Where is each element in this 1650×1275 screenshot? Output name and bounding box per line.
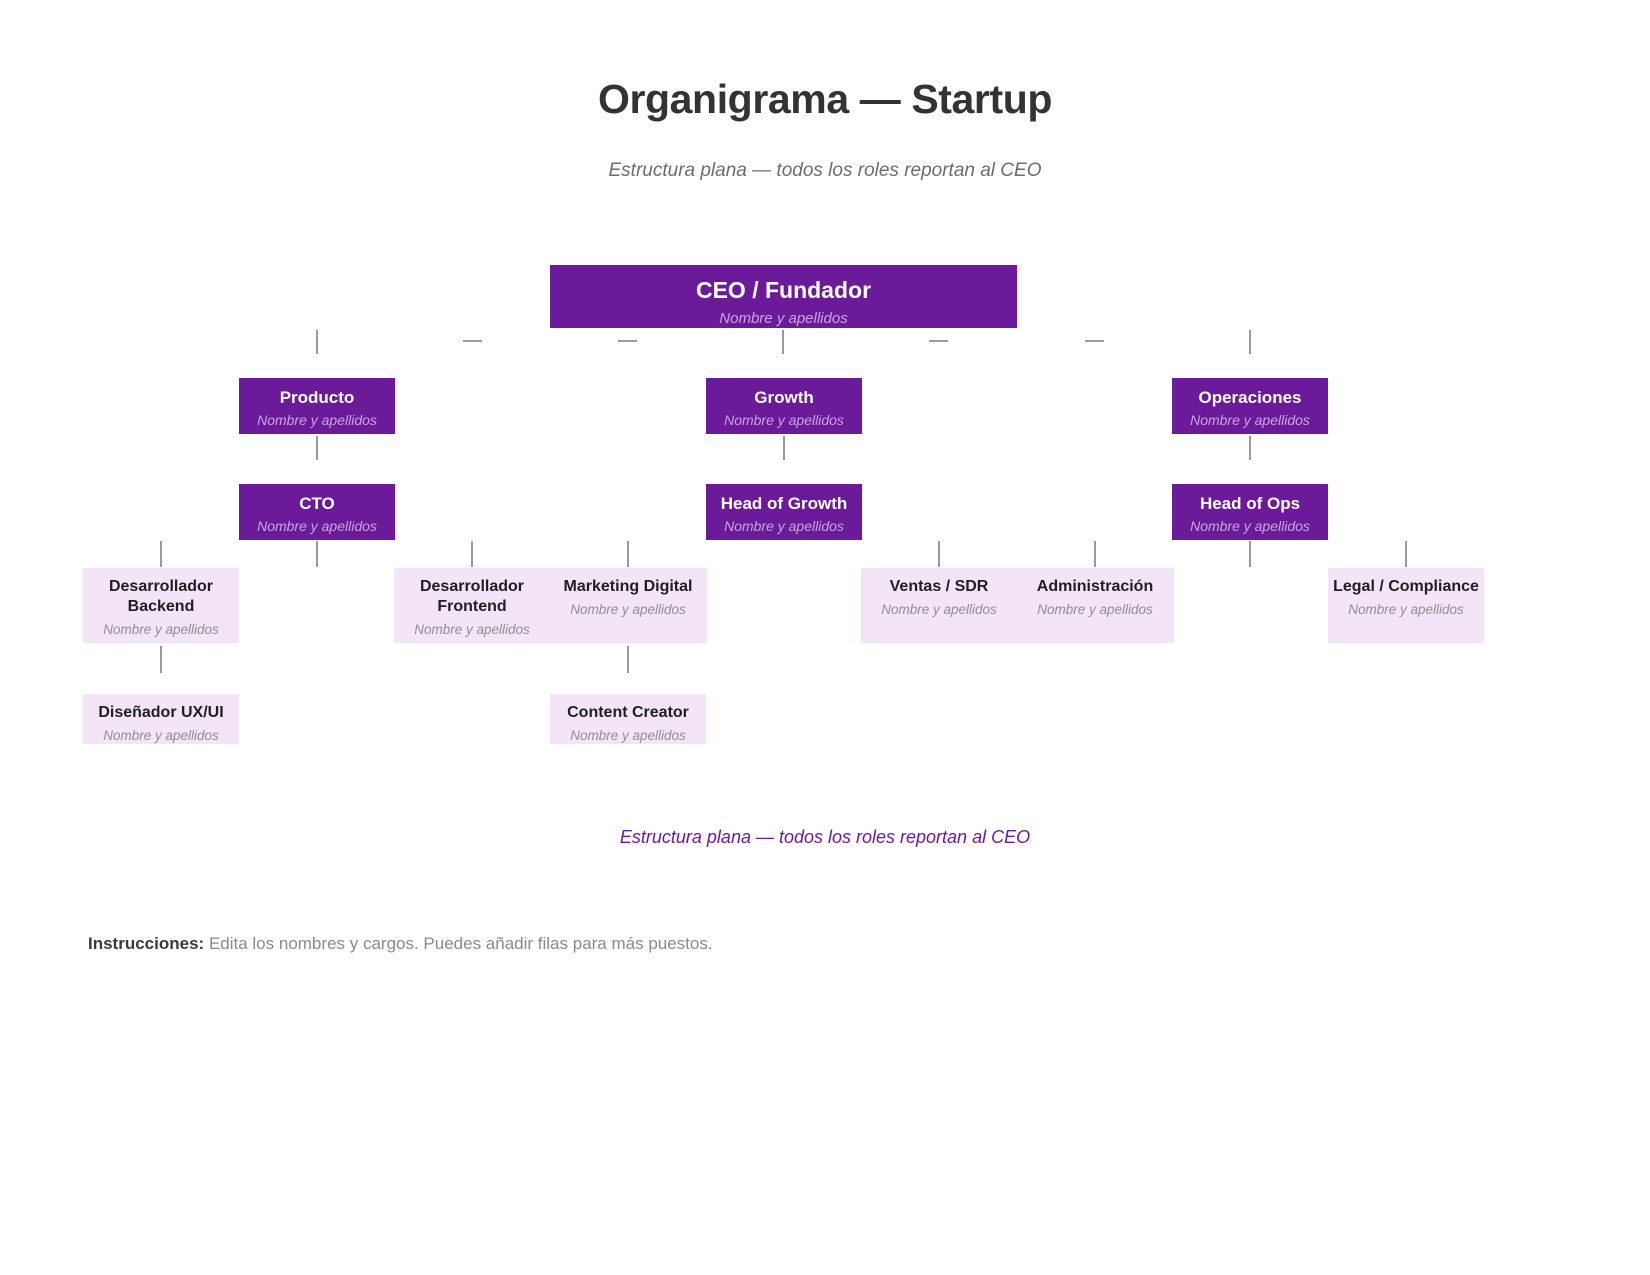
node-cto-subtitle: Nombre y apellidos <box>257 518 377 535</box>
connector-growth-to-marketing-digital <box>627 541 629 567</box>
node-ceo[interactable]: CEO / Fundador Nombre y apellidos <box>550 265 1017 328</box>
connector-dash-2 <box>618 340 637 342</box>
chart-caption: Estructura plana — todos los roles repor… <box>619 827 1031 847</box>
connector-dash-4 <box>1085 340 1104 342</box>
node-legal-compliance-title: Legal / Compliance <box>1333 578 1479 595</box>
node-head-of-ops[interactable]: Head of Ops Nombre y apellidos <box>1172 484 1328 540</box>
node-disenador-ux-ui-subtitle: Nombre y apellidos <box>103 727 219 743</box>
connector-ops-to-legal-compliance <box>1405 541 1407 567</box>
connector-cto-to-dev-frontend <box>471 541 473 567</box>
node-dev-frontend[interactable]: Desarrollador Frontend Nombre y apellido… <box>394 568 550 643</box>
node-growth[interactable]: Growth Nombre y apellidos <box>706 378 862 434</box>
connector-growth-to-head-of-growth <box>783 436 785 460</box>
connector-cto-to-dev-backend <box>160 541 162 567</box>
node-content-creator[interactable]: Content Creator Nombre y apellidos <box>550 694 706 744</box>
node-content-creator-title: Content Creator <box>567 704 689 721</box>
connector-backend-to-disenador <box>160 646 162 673</box>
connector-ops-to-administracion <box>1094 541 1096 567</box>
node-dev-frontend-subtitle: Nombre y apellidos <box>414 621 530 637</box>
node-administracion[interactable]: Administración Nombre y apellidos <box>1017 568 1173 643</box>
connector-growth-to-ventas-sdr <box>938 541 940 567</box>
node-cto-title: CTO <box>299 494 335 513</box>
connector-dash-1 <box>463 340 482 342</box>
node-content-creator-subtitle: Nombre y apellidos <box>570 727 686 743</box>
node-operaciones-title: Operaciones <box>1198 388 1302 407</box>
instructions-text: Edita los nombres y cargos. Puedes añadi… <box>208 934 713 953</box>
node-operaciones[interactable]: Operaciones Nombre y apellidos <box>1172 378 1328 434</box>
connector-cto-stub <box>316 541 318 567</box>
node-dev-backend-title: Desarrollador Backend <box>108 578 214 615</box>
node-marketing-digital-title: Marketing Digital <box>563 578 693 595</box>
node-head-of-growth-title: Head of Growth <box>720 494 848 513</box>
node-head-of-growth-subtitle: Nombre y apellidos <box>724 518 844 535</box>
node-ventas-sdr-title: Ventas / SDR <box>889 578 989 595</box>
node-administracion-subtitle: Nombre y apellidos <box>1037 601 1153 617</box>
page-subtitle: Estructura plana — todos los roles repor… <box>608 160 1042 181</box>
node-ventas-sdr[interactable]: Ventas / SDR Nombre y apellidos <box>861 568 1017 643</box>
node-growth-subtitle: Nombre y apellidos <box>724 412 844 429</box>
node-head-of-ops-subtitle: Nombre y apellidos <box>1190 518 1310 535</box>
node-ventas-sdr-subtitle: Nombre y apellidos <box>881 601 997 617</box>
node-operaciones-subtitle: Nombre y apellidos <box>1190 412 1310 429</box>
node-head-of-ops-title: Head of Ops <box>1199 494 1301 513</box>
connector-operaciones-to-head-of-ops <box>1249 436 1251 460</box>
connector-producto-to-cto <box>316 436 318 460</box>
connector-ops-stub <box>1249 541 1251 567</box>
node-disenador-ux-ui-title: Diseñador UX/UI <box>98 704 224 721</box>
node-legal-compliance-subtitle: Nombre y apellidos <box>1348 601 1464 617</box>
node-producto[interactable]: Producto Nombre y apellidos <box>239 378 395 434</box>
node-head-of-growth[interactable]: Head of Growth Nombre y apellidos <box>706 484 862 540</box>
node-dev-backend-subtitle: Nombre y apellidos <box>103 621 219 637</box>
instructions-note: Instrucciones: Edita los nombres y cargo… <box>88 934 713 954</box>
connector-to-producto <box>316 330 318 354</box>
node-producto-subtitle: Nombre y apellidos <box>257 412 377 429</box>
node-ceo-subtitle: Nombre y apellidos <box>719 309 848 327</box>
connector-to-operaciones <box>1249 330 1251 354</box>
node-marketing-digital-subtitle: Nombre y apellidos <box>570 601 686 617</box>
node-disenador-ux-ui[interactable]: Diseñador UX/UI Nombre y apellidos <box>83 694 239 744</box>
instructions-label: Instrucciones: <box>88 934 205 953</box>
node-cto[interactable]: CTO Nombre y apellidos <box>239 484 395 540</box>
node-marketing-digital[interactable]: Marketing Digital Nombre y apellidos <box>550 568 706 643</box>
connector-marketing-to-content-creator <box>627 646 629 673</box>
page-title: Organigrama — Startup <box>597 76 1053 122</box>
connector-ceo-stub <box>782 330 784 354</box>
node-legal-compliance[interactable]: Legal / Compliance Nombre y apellidos <box>1328 568 1484 643</box>
node-dev-frontend-title: Desarrollador Frontend <box>419 578 525 615</box>
node-growth-title: Growth <box>754 388 814 407</box>
node-producto-title: Producto <box>279 388 355 407</box>
connector-dash-3 <box>929 340 948 342</box>
node-ceo-title: CEO / Fundador <box>695 277 872 303</box>
node-dev-backend[interactable]: Desarrollador Backend Nombre y apellidos <box>83 568 239 643</box>
node-administracion-title: Administración <box>1036 578 1154 595</box>
